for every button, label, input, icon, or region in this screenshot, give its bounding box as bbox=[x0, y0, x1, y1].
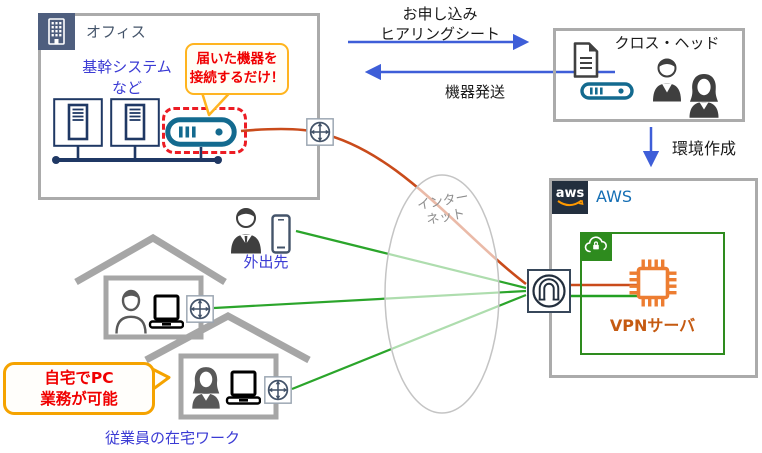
server-icon bbox=[53, 98, 103, 148]
network-adapter-icon bbox=[264, 376, 292, 404]
router-icon-small bbox=[580, 82, 634, 100]
home-callout: 自宅でPC 業務が可能 bbox=[3, 362, 155, 415]
server-icon bbox=[110, 98, 160, 148]
vpn-gateway-icon bbox=[527, 269, 571, 313]
document-icon bbox=[571, 41, 601, 79]
smartphone-icon bbox=[271, 214, 291, 254]
vpc-cloud-icon bbox=[580, 232, 612, 261]
env-create-label: 環境作成 bbox=[672, 139, 737, 158]
aws-logo: aws bbox=[552, 181, 588, 214]
vpn-server-label: VPNサーバ bbox=[609, 316, 696, 335]
vpn-server-chip-icon bbox=[626, 256, 680, 310]
svg-text:aws: aws bbox=[556, 186, 585, 201]
vpc-box bbox=[580, 232, 725, 355]
building-icon bbox=[38, 13, 75, 50]
network-adapter-icon bbox=[306, 118, 334, 146]
office-lan-bus bbox=[52, 146, 222, 164]
office-box bbox=[38, 13, 320, 200]
core-system-label: 基幹システム など bbox=[82, 58, 172, 97]
vendor-box bbox=[553, 28, 745, 122]
aws-label: AWS bbox=[596, 187, 633, 206]
vendor-name: クロス・ヘッド bbox=[614, 34, 720, 52]
apply-label: お申し込み ヒアリングシート bbox=[379, 5, 500, 43]
shipping-label: 機器発送 bbox=[444, 83, 505, 101]
highlight-dashed-frame bbox=[162, 107, 247, 154]
office-title: オフィス bbox=[86, 23, 146, 41]
laptop-icon bbox=[148, 293, 184, 331]
staff-woman-icon bbox=[685, 72, 723, 118]
home-worker-icon bbox=[113, 288, 149, 334]
mobile-worker-icon bbox=[226, 206, 266, 254]
home-worker-woman-icon bbox=[188, 364, 224, 410]
home-work-caption: 従業員の在宅ワーク bbox=[104, 429, 240, 447]
mobile-worker-label: 外出先 bbox=[243, 253, 289, 271]
internet-ellipse bbox=[384, 174, 500, 414]
staff-man-icon bbox=[650, 56, 684, 102]
router-icon bbox=[165, 117, 237, 147]
device-callout: 届いた機器を 接続するだけ！ bbox=[185, 43, 289, 95]
laptop-icon bbox=[225, 369, 261, 407]
network-adapter-icon bbox=[186, 295, 214, 323]
